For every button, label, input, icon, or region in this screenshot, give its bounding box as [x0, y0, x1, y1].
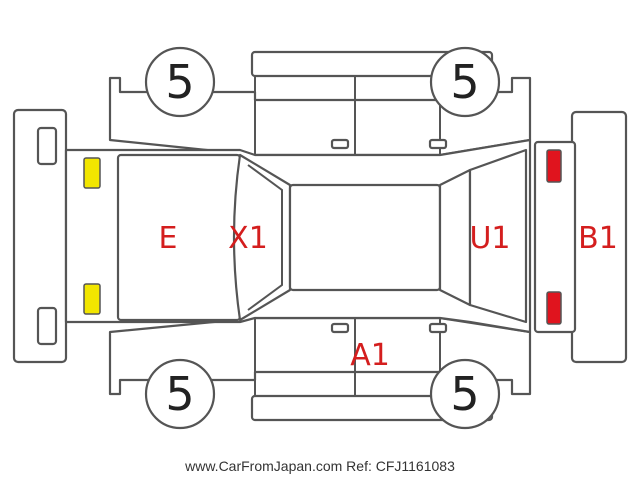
windshield-damage-code: X1 [228, 221, 268, 256]
left-side-body [108, 50, 532, 157]
windshield [232, 153, 292, 322]
door-handle [330, 322, 350, 334]
right-side-damage-code: A1 [350, 338, 390, 373]
door-handle [330, 138, 350, 150]
taillight-bottom [546, 291, 562, 325]
reference-footer: www.CarFromJapan.com Ref: CFJ1161083 [185, 458, 455, 474]
tailgate [533, 140, 577, 334]
front-bumper [12, 108, 68, 364]
hood-damage-code: E [159, 221, 178, 256]
roof [288, 183, 442, 292]
headlight-left [83, 157, 101, 189]
tire-front-right-rating: 5 [165, 367, 194, 421]
door-handle [428, 138, 448, 150]
tire-front-left-rating: 5 [165, 55, 194, 109]
rear-bumper-damage-code: B1 [578, 221, 618, 256]
hood [116, 153, 242, 322]
headlight-right [83, 283, 101, 315]
tire-front-right: 5 [144, 358, 216, 430]
rear-pillar [438, 168, 472, 307]
tire-front-left: 5 [144, 46, 216, 118]
tire-rear-left-rating: 5 [450, 55, 479, 109]
door-handle [428, 322, 448, 334]
rear-window [468, 148, 528, 324]
tire-rear-right-rating: 5 [450, 367, 479, 421]
car-body-top [64, 138, 577, 334]
rear-window-damage-code: U1 [469, 221, 510, 256]
taillight-top [546, 149, 562, 183]
tire-rear-right: 5 [429, 358, 501, 430]
tire-rear-left: 5 [429, 46, 501, 118]
